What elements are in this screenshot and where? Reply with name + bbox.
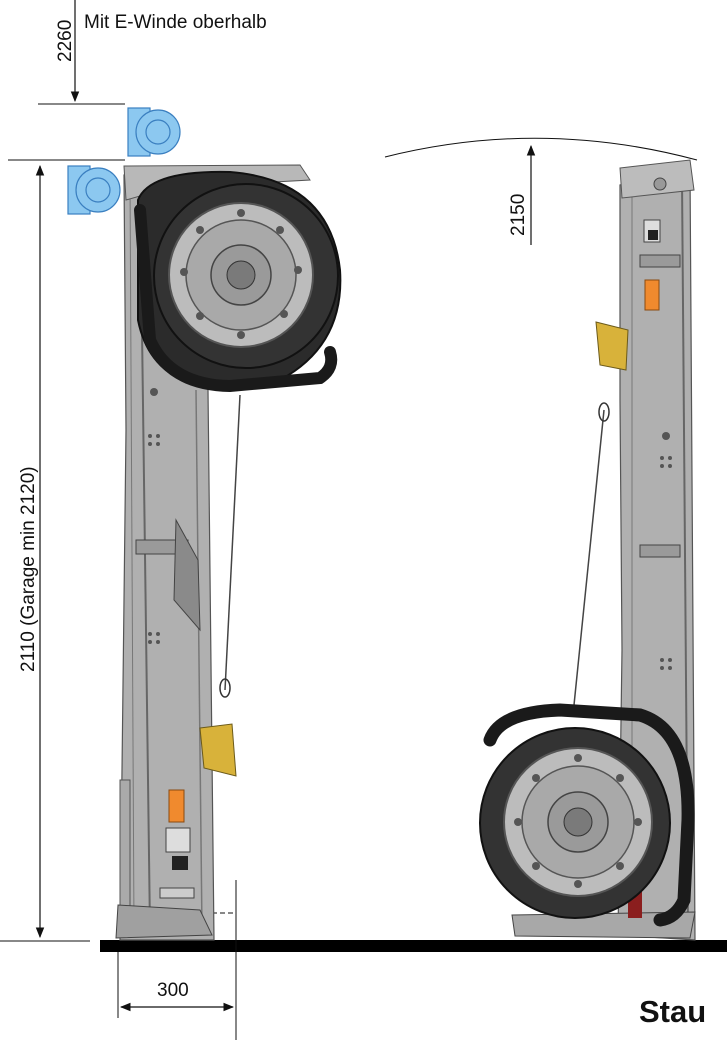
upright-height-dimension: 2110 (Garage min 2120) [8,159,125,939]
e-winch-icon [127,107,181,157]
swung-carrier [479,159,696,941]
depth-label: 300 [157,980,189,1001]
winch-height-dimension: 2260 Mit E-Winde oberhalb [38,0,267,105]
depth-dimension: 300 [117,880,237,1040]
upright-carrier [115,164,342,941]
swing-height-label: 2150 [508,194,529,236]
winch-note-label: Mit E-Winde oberhalb [84,12,267,33]
ground-line [100,940,727,952]
e-winch-icon [67,165,121,215]
upright-height-label: 2110 (Garage min 2120) [18,466,39,672]
swing-height-dimension: 2150 [384,137,698,245]
winch-height-label: 2260 [55,20,76,62]
stow-label: Stau [639,994,706,1029]
